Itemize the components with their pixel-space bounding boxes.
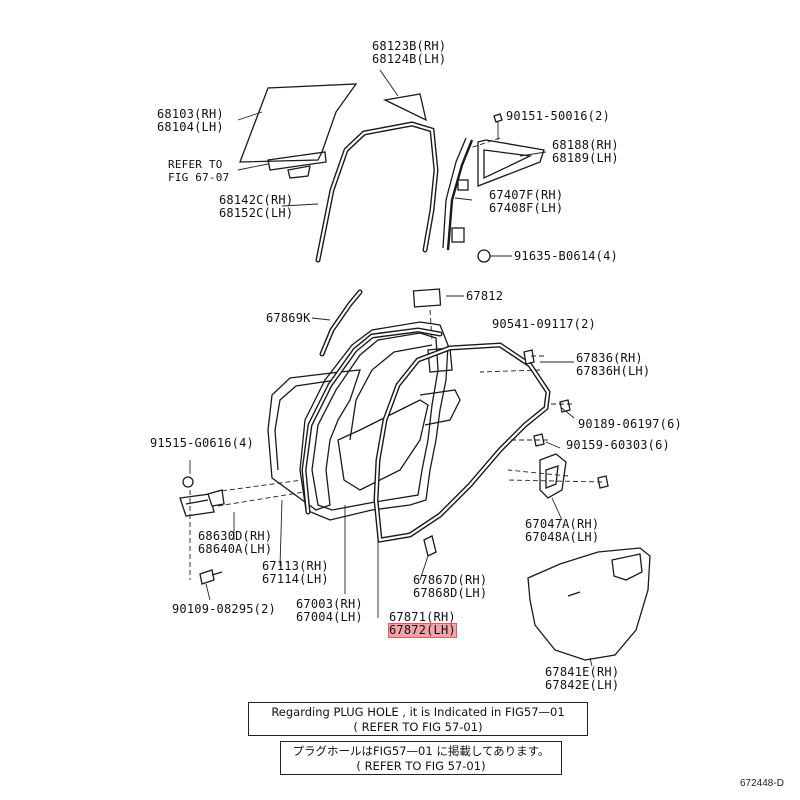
part-label-bolt-90109: 90109-08295(2) [172, 602, 276, 616]
part-label-trim-board: 67841E(RH) 67842E(LH) [545, 666, 619, 692]
handle-shape [539, 453, 567, 499]
part-number-rh: 67867D(RH) [413, 573, 488, 587]
channel-sub-shape [446, 139, 474, 251]
hinge-shape [179, 493, 215, 517]
part-number-lh: 68640A(LH) [198, 542, 273, 556]
part-number-rh: 68103(RH) [157, 107, 224, 121]
plug-hole-note-japanese: プラグホールはFIG57—01 に掲載してあります。 ( REFER TO FI… [280, 741, 562, 775]
part-label-vent-glass: 68188(RH) 68189(LH) [552, 139, 619, 165]
part-number-rh: 67836(RH) [576, 351, 643, 365]
part-label-hinge: 68630D(RH) 68640A(LH) [198, 530, 272, 556]
quarter-glass-shape [382, 93, 427, 122]
part-number-rh: 67003(RH) [296, 597, 363, 611]
part-label-plug: 67812 [466, 289, 504, 303]
part-number-lh: 67048A(LH) [525, 530, 600, 544]
part-number-lh: 67004(LH) [296, 610, 363, 624]
part-number-rh: 68630D(RH) [198, 529, 273, 543]
part-number-lh: 67114(LH) [262, 572, 329, 586]
note-line-2: ( REFER TO FIG 57-01) [353, 720, 483, 734]
refer-fig: FIG 67-07 [168, 171, 230, 184]
part-number-lh: 67836H(LH) [576, 364, 651, 378]
part-number-lh: 68189(LH) [552, 151, 619, 165]
part-number-rh: 68123B(RH) [372, 39, 447, 53]
door-glass-shape [239, 83, 358, 163]
note-line-1: Regarding PLUG HOLE , it is Indicated in… [271, 705, 565, 719]
part-label-outer-panel: 67113(RH) 67114(LH) [262, 560, 329, 586]
part-number-rh: 67407F(RH) [489, 188, 564, 202]
part-label-clip-90189: 90189-06197(6) [578, 417, 682, 431]
trim-board-shape [527, 547, 651, 661]
part-label-handle: 67047A(RH) 67048A(LH) [525, 518, 599, 544]
part-number-rh: 67841E(RH) [545, 665, 620, 679]
refer-to-fig-note: REFER TO FIG 67-07 [168, 158, 229, 184]
part-number-lh: 68124B(LH) [372, 52, 447, 66]
part-label-door-panel: 67003(RH) 67004(LH) [296, 598, 363, 624]
part-label-bolt-91635: 91635-B0614(4) [514, 249, 618, 263]
run-glass-channel [315, 121, 439, 263]
part-label-body-weatherstrip: 67871(RH) 67872(LH) [388, 610, 457, 638]
vent-glass-shape [477, 139, 545, 187]
part-label-clip-90541: 90541-09117(2) [492, 317, 596, 331]
note-line-1: プラグホールはFIG57—01 に掲載してあります。 [292, 744, 550, 758]
part-number-lh: 67868D(LH) [413, 586, 488, 600]
molding-strip [319, 289, 363, 357]
figure-code: 672448-D [740, 778, 784, 789]
part-label-service-hole-cover: 67836(RH) 67836H(LH) [576, 352, 650, 378]
part-label-door-weatherstrip: 67867D(RH) 67868D(LH) [413, 574, 487, 600]
outer-door-panel [267, 369, 361, 511]
part-label-screw: 90151-50016(2) [506, 109, 610, 123]
part-number-rh: 68188(RH) [552, 138, 619, 152]
part-label-molding: 67869K [266, 311, 311, 325]
part-label-door-glass: 68103(RH) 68104(LH) [157, 108, 224, 134]
door-frame [299, 321, 449, 521]
part-number-rh: 68142C(RH) [219, 193, 294, 207]
plug-shape [412, 288, 442, 308]
part-number-lh: 67842E(LH) [545, 678, 620, 692]
part-number-lh: 67408F(LH) [489, 201, 564, 215]
refer-text: REFER TO [168, 158, 223, 171]
highlighted-part-number-lh[interactable]: 67872(LH) [388, 623, 457, 638]
part-label-quarter-glass: 68123B(RH) 68124B(LH) [372, 40, 446, 66]
door-glass-bracket [267, 151, 327, 171]
screw-shape [493, 113, 503, 123]
body-weatherstrip [373, 342, 551, 543]
part-number-rh: 67113(RH) [262, 559, 329, 573]
note-line-2: ( REFER TO FIG 57-01) [356, 759, 486, 773]
part-number-lh: 68104(LH) [157, 120, 224, 134]
plug-hole-note-english: Regarding PLUG HOLE , it is Indicated in… [248, 702, 588, 736]
part-label-bolt-91515: 91515-G0616(4) [150, 436, 254, 450]
part-number-rh: 67047A(RH) [525, 517, 600, 531]
part-number-lh: 68152C(LH) [219, 206, 294, 220]
part-label-clip-90159: 90159-60303(6) [566, 438, 670, 452]
part-label-channel-sub: 67407F(RH) 67408F(LH) [489, 189, 563, 215]
part-label-run-glass: 68142C(RH) 68152C(LH) [219, 194, 293, 220]
part-number-rh: 67871(RH) [389, 610, 456, 624]
